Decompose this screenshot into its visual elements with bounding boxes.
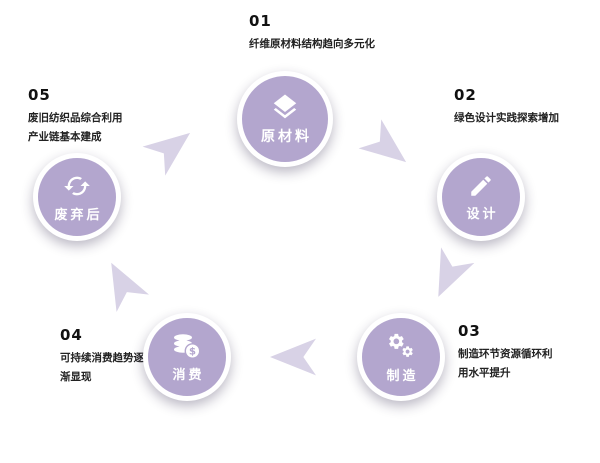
flow-arrow-design-to-manufacturing [438,247,475,297]
caption-consumption: 04 可持续消费趋势逐渐显现 [60,326,144,387]
node-raw-materials: 原材料 [237,71,333,167]
step-description: 废旧纺织品综合利用产业链基本建成 [28,112,123,143]
pencil-icon [468,173,494,199]
gears-icon [386,331,416,361]
flow-arrow-consumption-to-disposal [111,262,150,312]
flow-arrow-manufacturing-to-consumption [270,338,316,376]
node-after-disposal: 废弃后 [33,153,121,241]
caption-raw-materials: 01 纤维原材料结构趋向多元化 [249,12,434,54]
step-number: 04 [60,326,83,344]
node-label: 制造 [386,367,419,383]
step-description: 绿色设计实践探索增加 [454,112,559,124]
node-label: 设计 [466,205,499,221]
step-number: 01 [249,12,272,30]
step-number: 03 [458,322,481,340]
step-number: 05 [28,86,51,104]
step-description: 制造环节资源循环利用水平提升 [458,348,553,379]
node-label: 消费 [172,366,205,382]
node-label: 原材料 [261,128,312,144]
node-design: 设计 [437,153,525,241]
step-number: 02 [454,86,477,104]
layers-icon [270,92,300,122]
flow-arrow-disposal-to-raw [142,132,191,176]
step-description: 纤维原材料结构趋向多元化 [249,38,375,50]
caption-after-disposal: 05 废旧纺织品综合利用产业链基本建成 [28,86,132,147]
node-manufacturing: 制造 [357,313,445,401]
caption-manufacturing: 03 制造环节资源循环利用水平提升 [458,322,560,383]
step-description: 可持续消费趋势逐渐显现 [60,352,144,383]
caption-design: 02 绿色设计实践探索增加 [454,86,586,128]
flow-arrow-raw-to-design [358,119,407,163]
node-consumption: $ 消费 [143,313,231,401]
node-label: 废弃后 [54,206,103,222]
coins-icon: $ [172,332,202,360]
recycle-icon [63,172,91,200]
svg-text:$: $ [189,346,196,357]
